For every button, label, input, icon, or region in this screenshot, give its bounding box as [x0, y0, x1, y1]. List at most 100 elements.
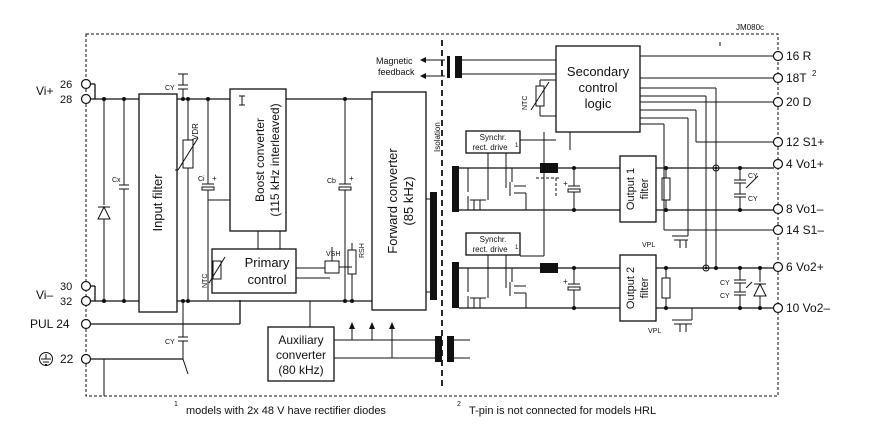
pin-28-label: 28: [60, 94, 72, 106]
forward-line2: (85 kHz): [401, 176, 416, 225]
out2-line2: filter: [639, 277, 651, 298]
pin-24: [80, 318, 92, 330]
footnote-1-marker: 1: [174, 401, 178, 408]
output-1-path: +: [459, 153, 620, 212]
primary-line1: Primary: [245, 255, 290, 270]
sync-drive-1-block: [465, 130, 521, 154]
cy-label-bottom: CY: [165, 339, 175, 346]
pin-26-label: 26: [60, 79, 72, 91]
cb-label: Cb: [327, 178, 336, 185]
pin-4: [772, 158, 784, 170]
boost-converter-block: [229, 88, 287, 232]
pin-10: [772, 302, 784, 314]
pin-s1minus-label: 14 S1–: [786, 223, 824, 237]
sync2-sup: 1: [515, 245, 519, 251]
isolation-label: Isolation: [433, 122, 442, 152]
pin-30: [80, 280, 92, 292]
secondary-line1: Secondary: [567, 64, 630, 79]
ci-label: Ci: [198, 176, 205, 183]
out1-line1: Output 1: [625, 168, 637, 210]
pin-16: [772, 50, 784, 62]
out2-line1: Output 2: [625, 267, 637, 309]
cb-cap: Cb +: [327, 97, 354, 303]
out2-cap-plus: +: [563, 277, 568, 286]
vsh-label: VSH: [326, 251, 340, 258]
secondary-control-block: [555, 45, 641, 133]
aux-line3: (80 kHz): [278, 363, 323, 377]
aux-converter-block: [267, 326, 335, 382]
secondary-core-2: [452, 262, 459, 308]
pin-28: [80, 93, 92, 105]
vi-plus-label: Vi+: [36, 84, 53, 98]
output-2-path: +: [459, 255, 620, 310]
boost-line1: Boost converter: [253, 118, 267, 202]
ntc-primary-label: NTC: [202, 274, 209, 288]
footnotes: 1 models with 2x 48 V have rectifier dio…: [174, 401, 656, 417]
pin-vo2plus-label: 6 Vo2+: [786, 260, 824, 274]
pin-14: [772, 224, 784, 236]
ci-plus: +: [212, 174, 217, 183]
cy-out1-bottom: CY: [748, 196, 758, 203]
pin-32-label: 32: [60, 296, 72, 308]
control-signal-lines: [520, 42, 774, 268]
sync1-line1: Synchr.: [480, 133, 507, 142]
shunt-sense: VSH RSH: [296, 243, 366, 303]
main-transformer-primary: [430, 192, 437, 300]
cx-label: Cx: [112, 177, 121, 184]
module-outline: [85, 33, 779, 397]
vdr-label: VDR: [191, 123, 200, 140]
diagram-code: JM080c: [736, 23, 764, 32]
ground-icon: [39, 352, 53, 366]
forward-converter-block: [371, 91, 427, 311]
cy-bottom-cap: CY: [165, 299, 189, 375]
output-2-right: VPL CY CY: [648, 168, 774, 335]
pin-32: [80, 295, 92, 307]
pin-vo1plus-label: 4 Vo1+: [786, 157, 824, 171]
secondary-core-1: [452, 166, 459, 212]
magnetic-line2: feedback: [378, 67, 415, 77]
magnetic-feedback: Magnetic feedback: [376, 56, 556, 79]
pin-18: [772, 72, 784, 84]
sync2-line1: Synchr.: [480, 235, 507, 244]
aux-wiring: [309, 301, 470, 362]
out1-line2: filter: [639, 178, 651, 199]
left-pins: Vi+ 26 28 Vi– 30 32 PUL 24 22: [30, 78, 92, 366]
magnetic-line1: Magnetic: [376, 56, 413, 66]
ntc-secondary: NTC: [522, 79, 556, 117]
secondary-line3: logic: [585, 96, 612, 111]
pin-6: [772, 261, 784, 273]
vpl1-label: VPL: [642, 242, 655, 249]
boost-line2: (115 kHz interleaved): [268, 103, 282, 216]
aux-line2: converter: [276, 348, 326, 362]
pin-26: [80, 78, 92, 90]
input-filter-block: [138, 93, 178, 313]
sync-drive-2-block: [465, 232, 521, 256]
rsh-label: RSH: [359, 243, 366, 258]
pin-d-label: 20 D: [786, 95, 812, 109]
forward-line1: Forward converter: [385, 148, 400, 254]
pin-22-label: 22: [60, 352, 74, 366]
sync2-line2: rect. drive: [472, 245, 508, 254]
cy-out2-top: CY: [720, 280, 730, 287]
pin-s1plus-label: 12 S1+: [786, 135, 824, 149]
pin-20: [772, 96, 784, 108]
input-wiring: Cx: [90, 83, 241, 396]
pin-vo2minus-label: 10 Vo2–: [786, 301, 830, 315]
pul-label: PUL 24: [30, 317, 70, 331]
primary-control-block: [211, 248, 297, 294]
cy-out2-bottom: CY: [720, 293, 730, 300]
output-1-filter-block: [619, 155, 657, 223]
ntc-primary: NTC: [202, 256, 226, 288]
right-pins: 16 R 18T 2 20 D 12 S1+ 4 Vo1+ 8 Vo1– 14 …: [772, 49, 830, 315]
primary-line2: control: [247, 272, 286, 287]
pin-12: [772, 136, 784, 148]
aux-line1: Auxiliary: [278, 333, 323, 347]
footnote-2-marker: 2: [457, 401, 461, 408]
footnote-1-text: models with 2x 48 V have rectifier diode…: [186, 405, 386, 417]
vpl2-label: VPL: [648, 328, 661, 335]
output-1-right: VPL CY CY: [642, 164, 774, 249]
pin-vo1minus-label: 8 Vo1–: [786, 202, 824, 216]
pin-t-footnote: 2: [812, 69, 817, 78]
vdr-varistor: VDR: [175, 97, 200, 303]
